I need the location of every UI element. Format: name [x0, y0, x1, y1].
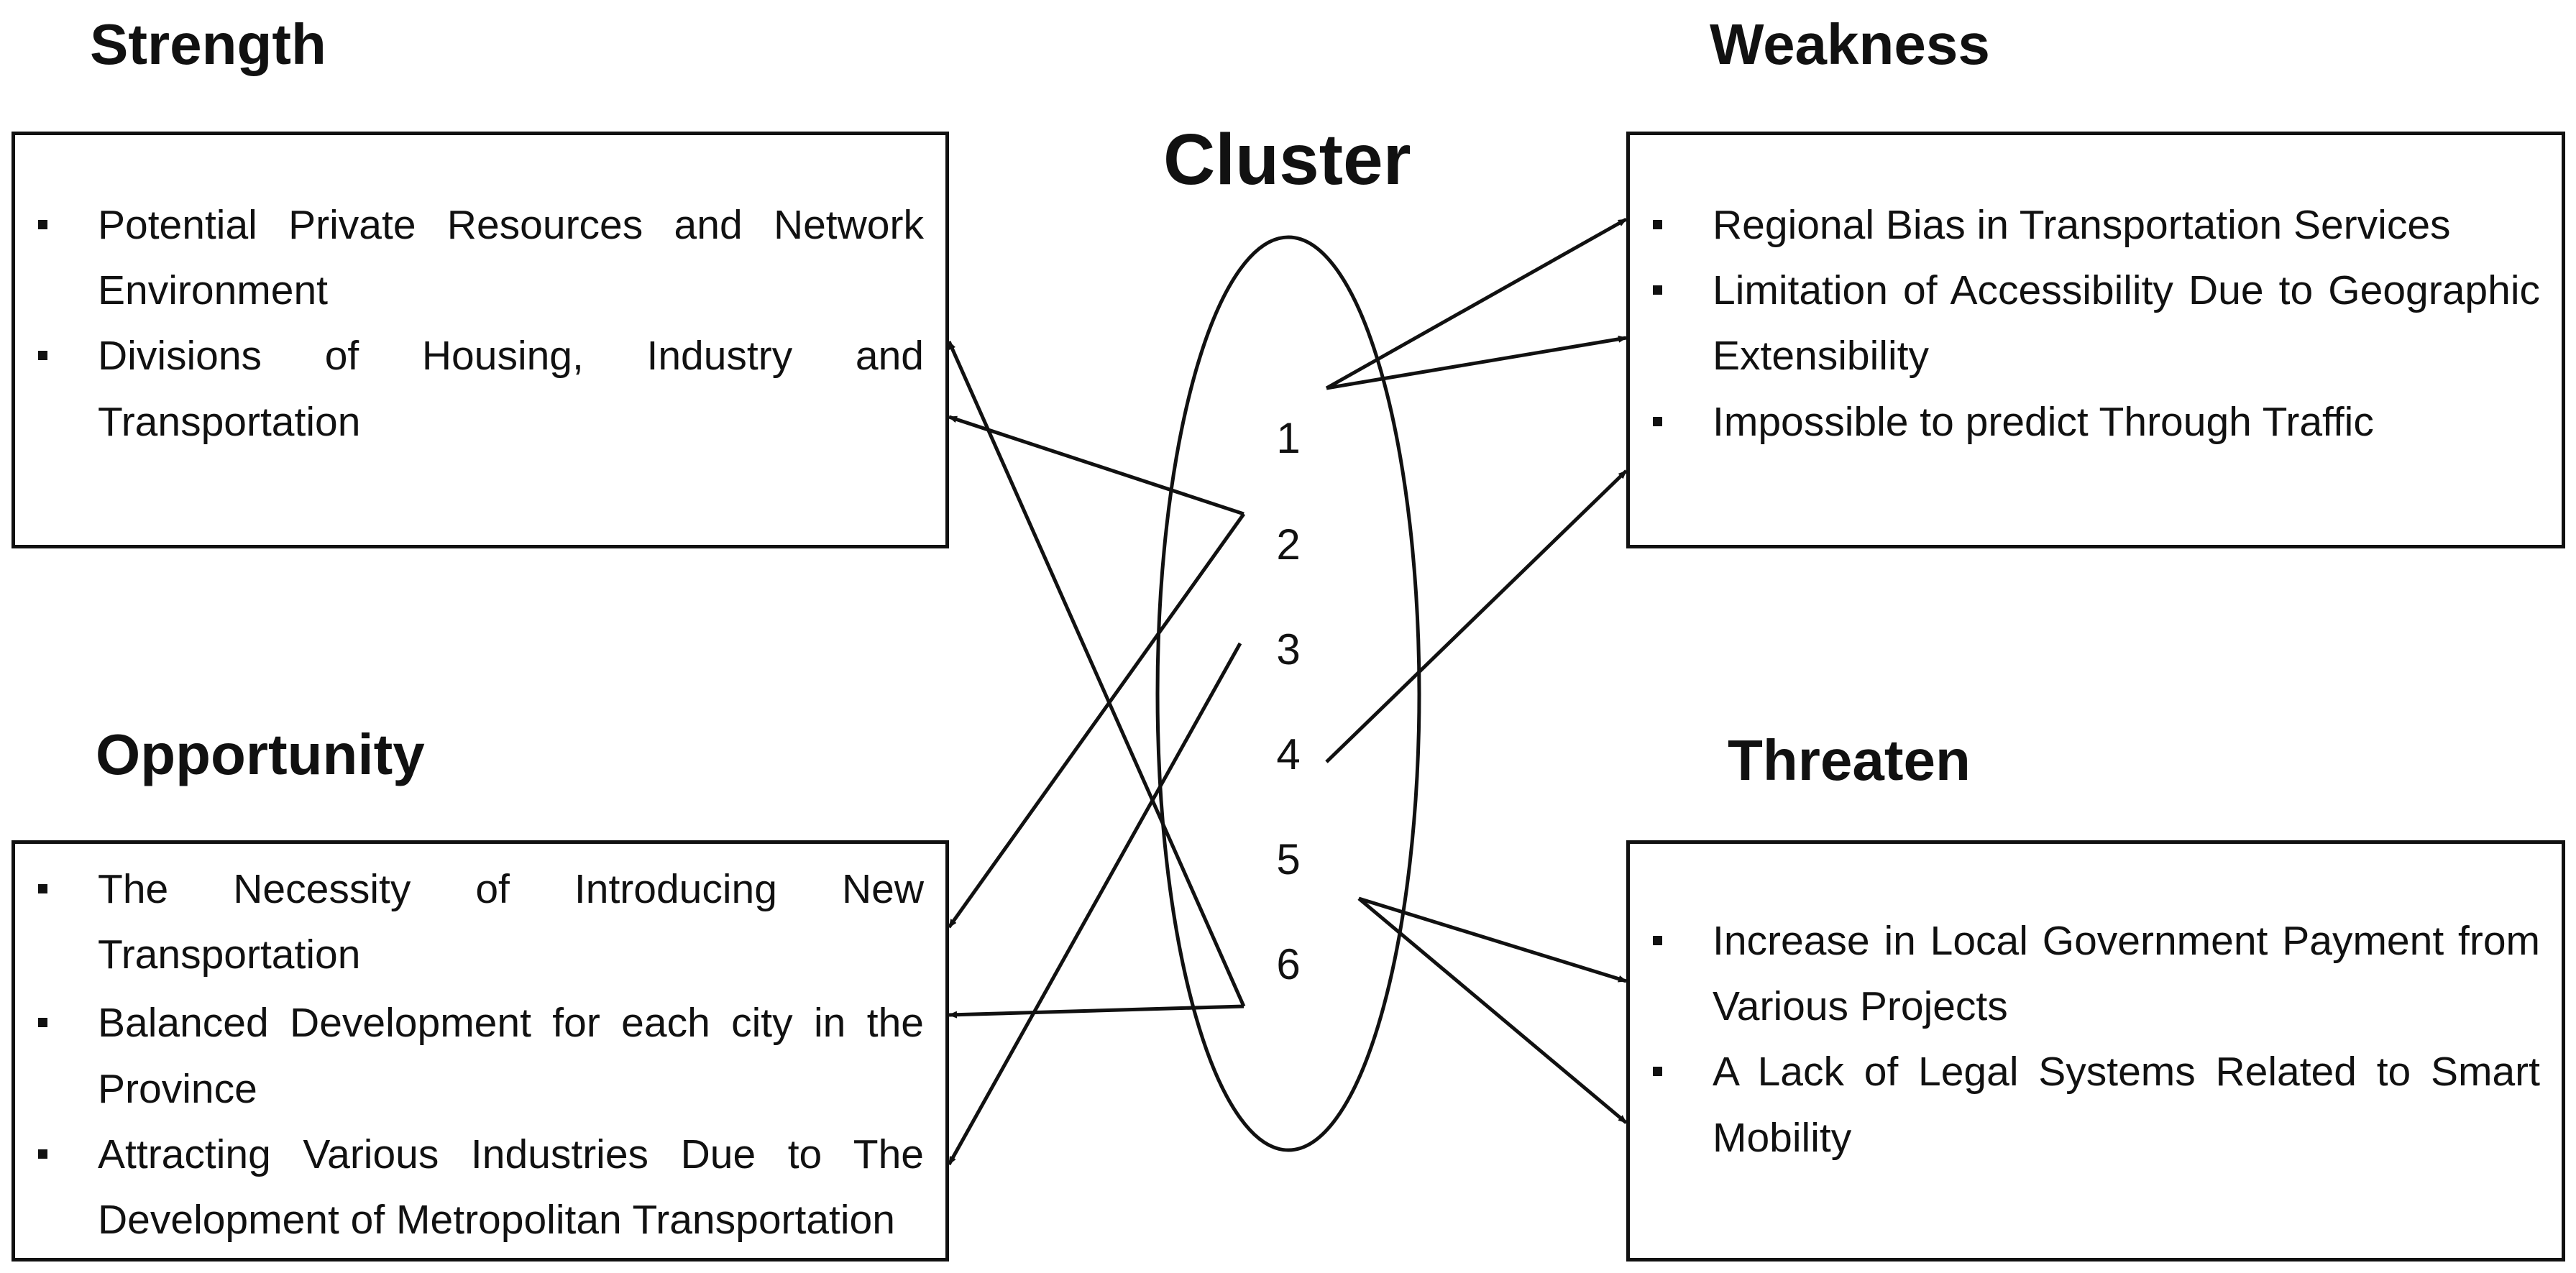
threaten-box: Increase in Local Government Payment fro… [1626, 840, 2565, 1261]
opportunity-item: Balanced Development for each city in th… [15, 991, 924, 1121]
threaten-item: Increase in Local Government Payment fro… [1630, 909, 2540, 1039]
opportunity-box: The Necessity of Introducing New Transpo… [12, 840, 949, 1261]
opportunity-item: The Necessity of Introducing New Transpo… [15, 857, 924, 988]
strength-item: Divisions of Housing, Industry and Trans… [15, 323, 924, 454]
arrow-2-to-opportunity-1 [947, 513, 1246, 929]
weakness-heading: Weakness [1710, 12, 1990, 76]
arrow-5-to-threaten-1 [1358, 896, 1627, 983]
cluster-heading: Cluster [1163, 119, 1411, 200]
cluster-number-3: 3 [1276, 625, 1300, 674]
strength-heading: Strength [90, 12, 326, 76]
opportunity-item: Attracting Various Industries Due to The… [15, 1122, 924, 1253]
opportunity-list: The Necessity of Introducing New Transpo… [15, 857, 924, 1253]
weakness-list: Regional Bias in Transportation Services… [1630, 193, 2540, 455]
arrow-3-to-opportunity-3 [947, 642, 1242, 1166]
arrow-5-to-threaten-2 [1357, 897, 1628, 1124]
weakness-item: Regional Bias in Transportation Services [1630, 193, 2540, 258]
cluster-number-6: 6 [1276, 940, 1300, 988]
arrow-6-to-opportunity-2 [948, 1004, 1245, 1019]
cluster-number-2: 2 [1276, 520, 1300, 569]
weakness-item: Impossible to predict Through Traffic [1630, 390, 2540, 455]
strength-item: Potential Private Resources and Network … [15, 193, 924, 323]
weakness-box: Regional Bias in Transportation Services… [1626, 132, 2565, 548]
arrow-1-to-weakness-1 [1325, 217, 1628, 390]
opportunity-heading: Opportunity [96, 722, 425, 786]
cluster-number-1: 1 [1276, 414, 1300, 462]
arrow-1-to-weakness-2 [1326, 335, 1627, 390]
threaten-item: A Lack of Legal Systems Related to Smart… [1630, 1039, 2540, 1170]
cluster-number-4: 4 [1276, 730, 1300, 778]
weakness-item: Limitation of Accessibility Due to Geogr… [1630, 258, 2540, 389]
threaten-heading: Threaten [1728, 728, 1971, 792]
arrow-4-to-weakness-3 [1325, 469, 1628, 763]
threaten-list: Increase in Local Government Payment fro… [1630, 909, 2540, 1171]
strength-list: Potential Private Resources and Network … [15, 193, 924, 455]
arrow-2-to-strength-2 [948, 415, 1245, 516]
cluster-ellipse [1155, 235, 1421, 1152]
strength-box: Potential Private Resources and Network … [12, 132, 949, 548]
arrow-6-to-strength-1 [947, 340, 1246, 1008]
cluster-number-5: 5 [1276, 835, 1300, 883]
